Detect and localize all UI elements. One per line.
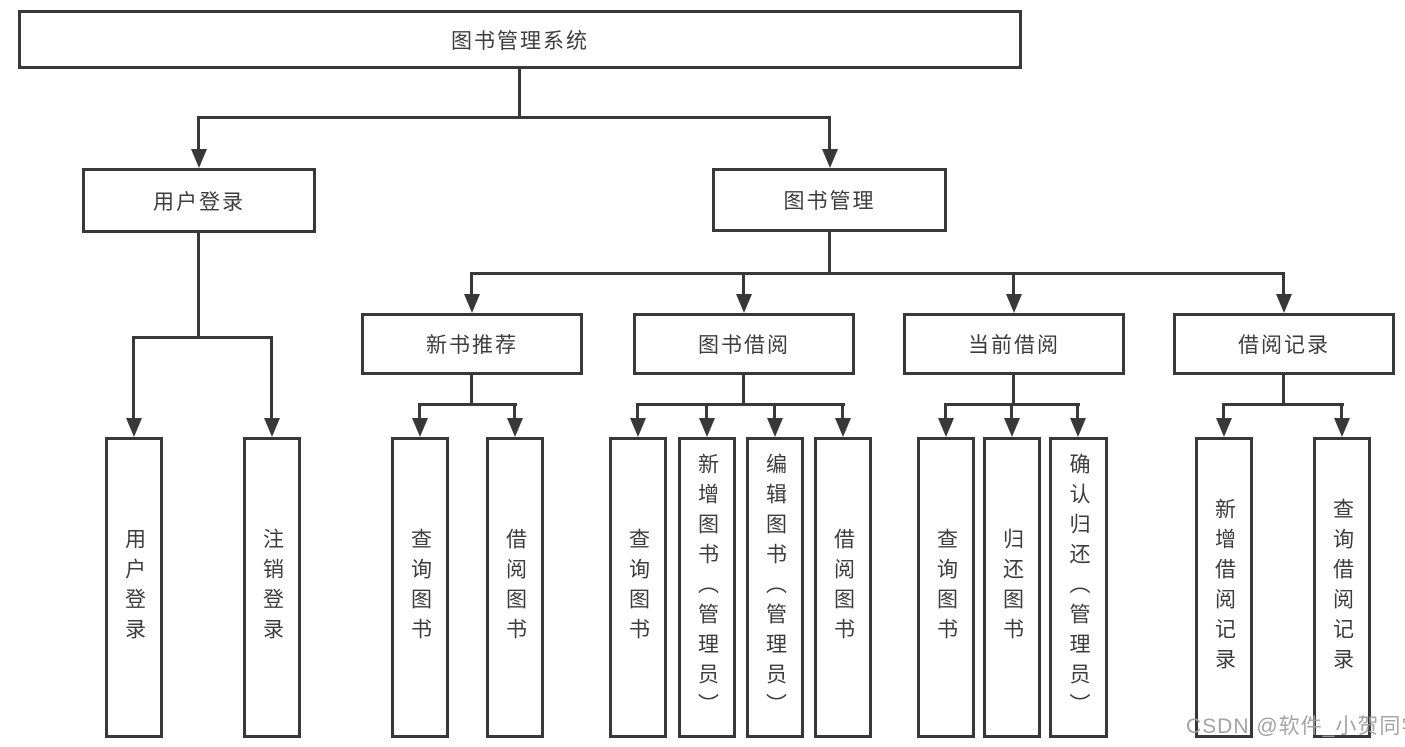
down-arrow-icon — [507, 418, 523, 437]
connector-leaf-stub — [418, 403, 421, 422]
connector-leaf-stub — [1010, 403, 1013, 422]
down-arrow-icon — [822, 149, 838, 168]
leaf-query-books-current: 查询图书 — [917, 437, 975, 738]
down-arrow-icon — [464, 294, 480, 313]
node-book-borrow: 图书借阅 — [633, 313, 855, 375]
down-arrow-icon — [938, 418, 954, 437]
connector-leaf-stub — [1076, 403, 1079, 422]
connector-to-new-book-recommend — [470, 272, 473, 297]
connector-root-split — [197, 116, 831, 119]
leaf-query-books-recommend: 查询图书 — [391, 437, 449, 738]
connector-book-management-stem — [828, 232, 831, 273]
leaf-borrow-books: 借阅图书 — [814, 437, 872, 738]
connector-to-book-borrow — [742, 272, 745, 297]
down-arrow-icon — [1216, 418, 1232, 437]
leaf-confirm-return-admin: 确认归还（管理员） — [1049, 437, 1108, 738]
down-arrow-icon — [1070, 418, 1086, 437]
connector-book-borrow-split — [636, 403, 845, 406]
connector-new-book-split — [418, 403, 517, 406]
connector-leaf-stub — [1222, 403, 1225, 422]
connector-leaf-stub — [513, 403, 516, 422]
leaf-add-books-admin: 新增图书（管理员） — [678, 437, 736, 738]
connector-leaf-stub — [944, 403, 947, 422]
leaf-logout: 注销登录 — [243, 437, 301, 738]
leaf-edit-books-admin: 编辑图书（管理员） — [746, 437, 804, 738]
connector-leaf-stub — [705, 403, 708, 422]
down-arrow-icon — [630, 418, 646, 437]
down-arrow-icon — [126, 418, 142, 437]
down-arrow-icon — [699, 418, 715, 437]
leaf-add-borrow-record: 新增借阅记录 — [1195, 437, 1253, 738]
down-arrow-icon — [1334, 418, 1350, 437]
connector-borrow-records-stem — [1282, 375, 1285, 406]
down-arrow-icon — [1006, 294, 1022, 313]
connector-to-leaf-logout — [270, 336, 273, 422]
connector-leaf-stub — [636, 403, 639, 422]
connector-leaf-stub — [841, 403, 844, 422]
leaf-borrow-books-recommend: 借阅图书 — [486, 437, 544, 738]
connector-to-user-login — [197, 116, 200, 151]
node-borrow-records: 借阅记录 — [1173, 313, 1395, 375]
down-arrow-icon — [1276, 294, 1292, 313]
connector-leaf-stub — [1340, 403, 1343, 422]
leaf-return-books: 归还图书 — [983, 437, 1041, 738]
down-arrow-icon — [1004, 418, 1020, 437]
node-current-borrow: 当前借阅 — [903, 313, 1125, 375]
down-arrow-icon — [835, 418, 851, 437]
connector-to-book-management — [828, 116, 831, 151]
leaf-user-login: 用户登录 — [105, 437, 163, 738]
connector-to-borrow-records — [1282, 272, 1285, 297]
csdn-watermark: CSDN @软件_小贺同学 — [1186, 715, 1405, 738]
connector-root-stem — [518, 69, 521, 117]
node-new-book-recommend: 新书推荐 — [361, 313, 583, 375]
connector-to-leaf-user-login — [132, 336, 135, 422]
node-library-management-system: 图书管理系统 — [18, 10, 1022, 69]
connector-user-login-stem — [197, 233, 200, 337]
connector-current-borrow-stem — [1012, 375, 1015, 406]
connector-book-borrow-stem — [742, 375, 745, 406]
connector-borrow-records-split — [1222, 403, 1344, 406]
down-arrow-icon — [767, 418, 783, 437]
leaf-query-borrow-record: 查询借阅记录 — [1313, 437, 1371, 738]
connector-to-current-borrow — [1012, 272, 1015, 297]
connector-book-management-split — [470, 272, 1284, 275]
down-arrow-icon — [736, 294, 752, 313]
connector-leaf-stub — [773, 403, 776, 422]
down-arrow-icon — [412, 418, 428, 437]
connector-user-login-split — [132, 336, 273, 339]
node-book-management: 图书管理 — [712, 168, 947, 232]
connector-new-book-stem — [470, 375, 473, 406]
leaf-query-books-borrow: 查询图书 — [609, 437, 667, 738]
down-arrow-icon — [191, 149, 207, 168]
node-user-login: 用户登录 — [82, 168, 316, 233]
down-arrow-icon — [264, 418, 280, 437]
